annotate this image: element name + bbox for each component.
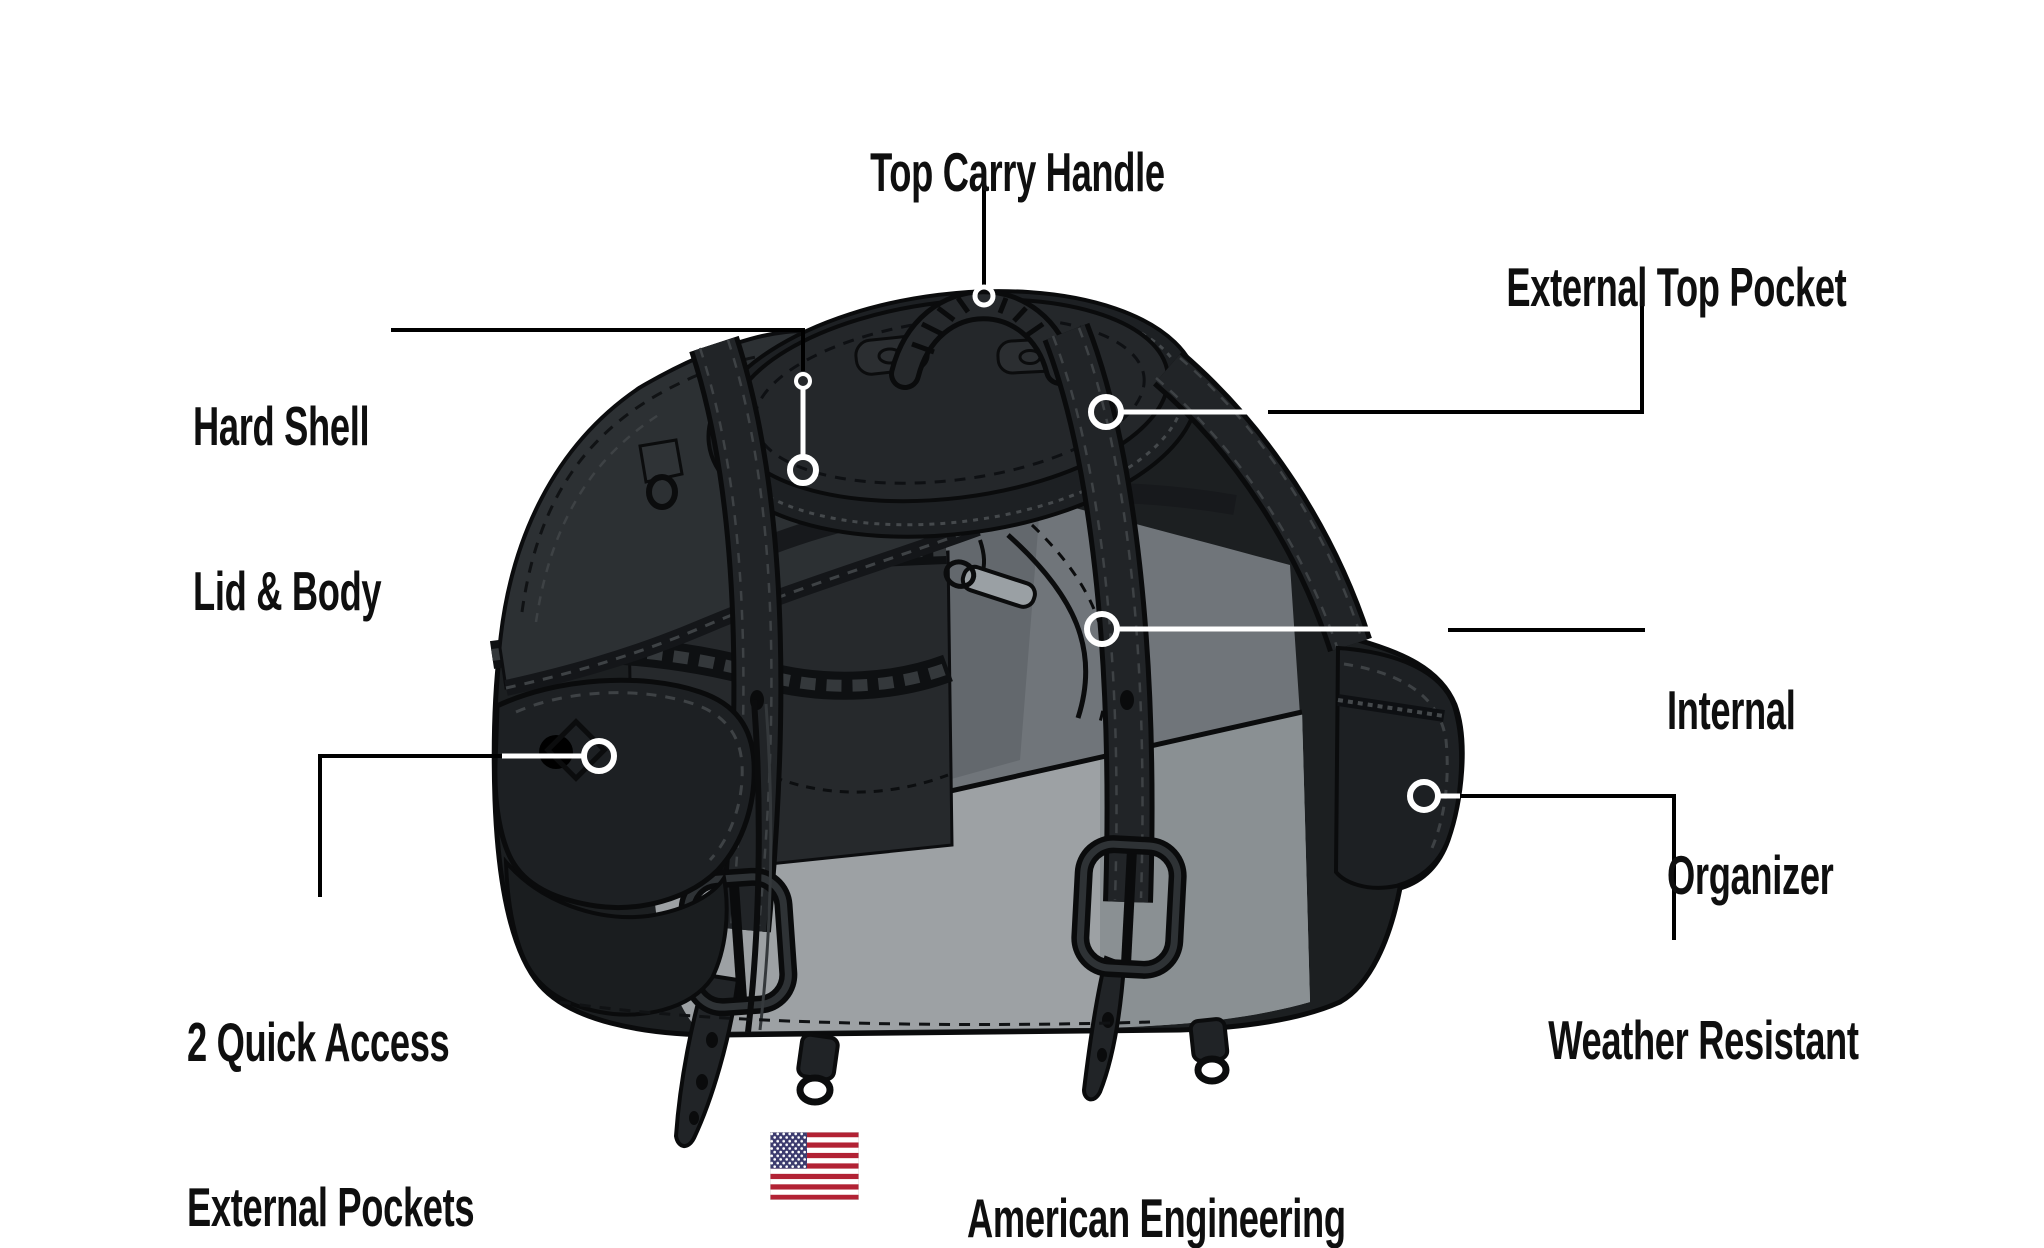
label-internal-organizer-line1: Internal — [1667, 679, 1796, 741]
right-side-pocket — [1333, 645, 1464, 890]
bottom-d-ring-tabs — [796, 1017, 1230, 1106]
label-hard-shell-line1: Hard Shell — [193, 395, 370, 457]
right-buckle-icon — [1071, 835, 1187, 979]
leader-hard-shell — [391, 328, 819, 486]
right-closure-strap — [1042, 322, 1187, 1102]
footer-tagline: American Engineering — [908, 1136, 1541, 1248]
left-quick-access-pocket — [492, 677, 773, 1033]
anchor-dot-hard-shell — [794, 372, 812, 390]
pocket-clasp-icon — [539, 735, 573, 769]
label-quick-access: 2 Quick Access External Pockets — [187, 905, 622, 1248]
anchor-circle-internal-organizer — [1084, 611, 1120, 647]
label-quick-access-line1: 2 Quick Access — [187, 1011, 450, 1073]
label-weather-resistant-text: Weather Resistant — [1548, 1009, 1859, 1071]
us-flag-icon — [770, 1132, 859, 1200]
footer-tagline-text: American Engineering — [967, 1187, 1346, 1248]
label-hard-shell: Hard Shell Lid & Body — [193, 289, 478, 729]
label-external-top-pocket: External Top Pocket — [1360, 205, 1934, 370]
right-dome-band — [1152, 350, 1372, 653]
anchor-circle-external-top-pocket — [1088, 394, 1124, 430]
leader-weather-resistant — [1407, 779, 1676, 940]
leader-internal-organizer — [1084, 611, 1645, 647]
label-quick-access-line2: External Pockets — [187, 1176, 475, 1238]
label-internal-organizer-line2: Organizer — [1667, 844, 1834, 906]
bottom-stitch — [559, 1000, 1151, 1027]
label-internal-organizer: Internal Organizer — [1667, 573, 1919, 1013]
label-top-carry-handle: Top Carry Handle — [735, 90, 1240, 255]
leader-external-top-pocket — [1088, 283, 1644, 430]
left-closure-strap — [673, 335, 798, 1148]
d-ring-icon — [638, 438, 684, 510]
label-external-top-pocket-text: External Top Pocket — [1506, 256, 1847, 318]
label-top-carry-handle-text: Top Carry Handle — [870, 141, 1165, 203]
label-hard-shell-line2: Lid & Body — [193, 560, 382, 622]
label-weather-resistant: Weather Resistant — [1409, 958, 1939, 1123]
leader-top-carry-handle — [972, 168, 996, 308]
anchor-circle-quick-access — [581, 738, 617, 774]
anchor-circle-top-carry-handle — [972, 284, 996, 308]
opening-seam — [1006, 533, 1089, 719]
leader-quick-access — [318, 738, 617, 897]
anchor-circle-hard-shell — [787, 454, 819, 486]
zipper-pull-icon — [943, 539, 1037, 609]
